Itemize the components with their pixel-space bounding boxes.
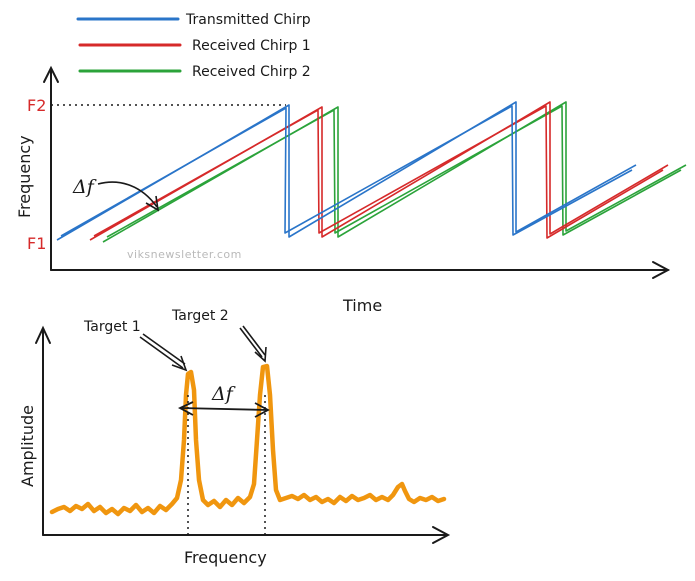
legend: Transmitted Chirp Received Chirp 1 Recei… xyxy=(76,12,311,80)
bottom-axes xyxy=(35,325,451,544)
chirp-transmitted-line-b xyxy=(60,105,633,237)
chirp-received-1-line-b xyxy=(93,105,664,239)
legend-label-transmitted: Transmitted Chirp xyxy=(185,12,311,28)
peak-spacing-arrow xyxy=(179,407,269,411)
legend-label-received-1: Received Chirp 1 xyxy=(192,38,311,54)
bottom-x-arrowhead xyxy=(432,526,451,544)
target-1-label: Target 1 xyxy=(83,319,141,335)
top-axes xyxy=(43,65,671,279)
tick-label-f1: F1 xyxy=(27,234,46,253)
chirp-transmitted xyxy=(56,101,637,241)
chirp-received-2 xyxy=(102,101,687,243)
peak-spacing-arrowhead-right xyxy=(254,402,270,418)
peak-spacing-arrowhead-left xyxy=(177,401,194,416)
target-2-pointer-head xyxy=(254,346,267,363)
bottom-y-arrowhead xyxy=(35,325,51,344)
top-delta-f-label: Δf xyxy=(72,176,97,198)
chirp-received-1 xyxy=(89,101,669,241)
top-y-axis-label: Frequency xyxy=(15,135,34,218)
chirp-received-2-line-b xyxy=(106,105,682,238)
bottom-y-axis-label: Amplitude xyxy=(18,405,37,487)
bottom-delta-f-label: Δf xyxy=(211,383,236,405)
target-2-label: Target 2 xyxy=(171,308,229,324)
top-x-axis-label: Time xyxy=(342,296,382,315)
tick-label-f2: F2 xyxy=(27,96,46,115)
watermark: viksnewsletter.com xyxy=(127,248,242,261)
target-1-pointer xyxy=(139,333,186,369)
delta-f-pointer-arrow xyxy=(97,181,158,208)
target-1-pointer-head xyxy=(171,355,188,372)
top-y-arrowhead xyxy=(43,65,59,83)
bottom-x-axis-label: Frequency xyxy=(184,548,267,567)
spectrum-trace xyxy=(49,363,447,517)
delta-f-pointer-arrowhead xyxy=(145,195,160,212)
top-x-arrowhead xyxy=(652,261,671,279)
legend-label-received-2: Received Chirp 2 xyxy=(192,64,311,80)
target-2-pointer xyxy=(239,325,266,358)
